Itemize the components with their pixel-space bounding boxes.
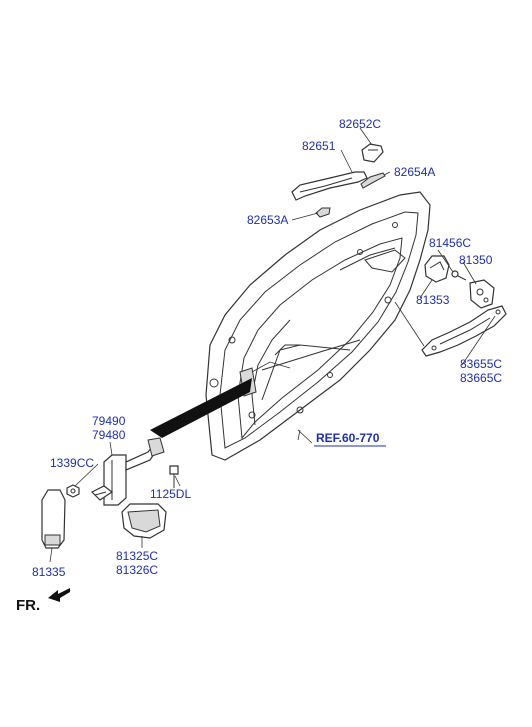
label-82651: 82651 bbox=[302, 139, 336, 153]
front-direction-label: FR. bbox=[16, 597, 40, 614]
label-81335: 81335 bbox=[32, 565, 66, 579]
label-82653A: 82653A bbox=[247, 213, 288, 227]
label-1125DL: 1125DL bbox=[150, 487, 191, 501]
leader-lines bbox=[49, 127, 496, 563]
checker-pointer bbox=[150, 378, 252, 438]
label-81325C: 81325C bbox=[116, 549, 158, 563]
handle-cover bbox=[361, 143, 384, 163]
label-79480: 79480 bbox=[92, 428, 126, 442]
upper-hinge-cap bbox=[121, 503, 167, 539]
reference-link[interactable]: REF.60-770 bbox=[314, 431, 386, 447]
handle-gasket bbox=[360, 172, 386, 189]
door-checker bbox=[90, 437, 165, 506]
handle-pad bbox=[315, 207, 331, 218]
outside-handle bbox=[291, 171, 368, 201]
label-81350: 81350 bbox=[459, 253, 493, 267]
lock-actuator-rod bbox=[421, 305, 507, 357]
front-direction: FR. bbox=[16, 588, 71, 614]
label-79490: 79490 bbox=[92, 414, 126, 428]
rear-door-panel bbox=[205, 191, 431, 461]
part-labels: 82652C 82651 82654A 82653A 81456C 81350 … bbox=[32, 117, 502, 579]
label-81456C: 81456C bbox=[429, 236, 471, 250]
label-82654A: 82654A bbox=[394, 165, 435, 179]
front-arrow-icon bbox=[48, 588, 71, 602]
checker-nut bbox=[66, 484, 80, 498]
label-82652C: 82652C bbox=[339, 117, 381, 131]
label-1339CC: 1339CC bbox=[50, 456, 94, 470]
label-81326C: 81326C bbox=[116, 563, 158, 577]
door-latch bbox=[469, 279, 495, 309]
label-81353: 81353 bbox=[416, 293, 450, 307]
lower-hinge-cap bbox=[41, 489, 66, 549]
latch-screw bbox=[451, 270, 467, 281]
label-83655C: 83655C bbox=[460, 357, 502, 371]
label-83665C: 83665C bbox=[460, 371, 502, 385]
checker-bolt bbox=[169, 465, 179, 488]
latch-cover bbox=[424, 255, 450, 283]
reference-label[interactable]: REF.60-770 bbox=[316, 431, 380, 445]
